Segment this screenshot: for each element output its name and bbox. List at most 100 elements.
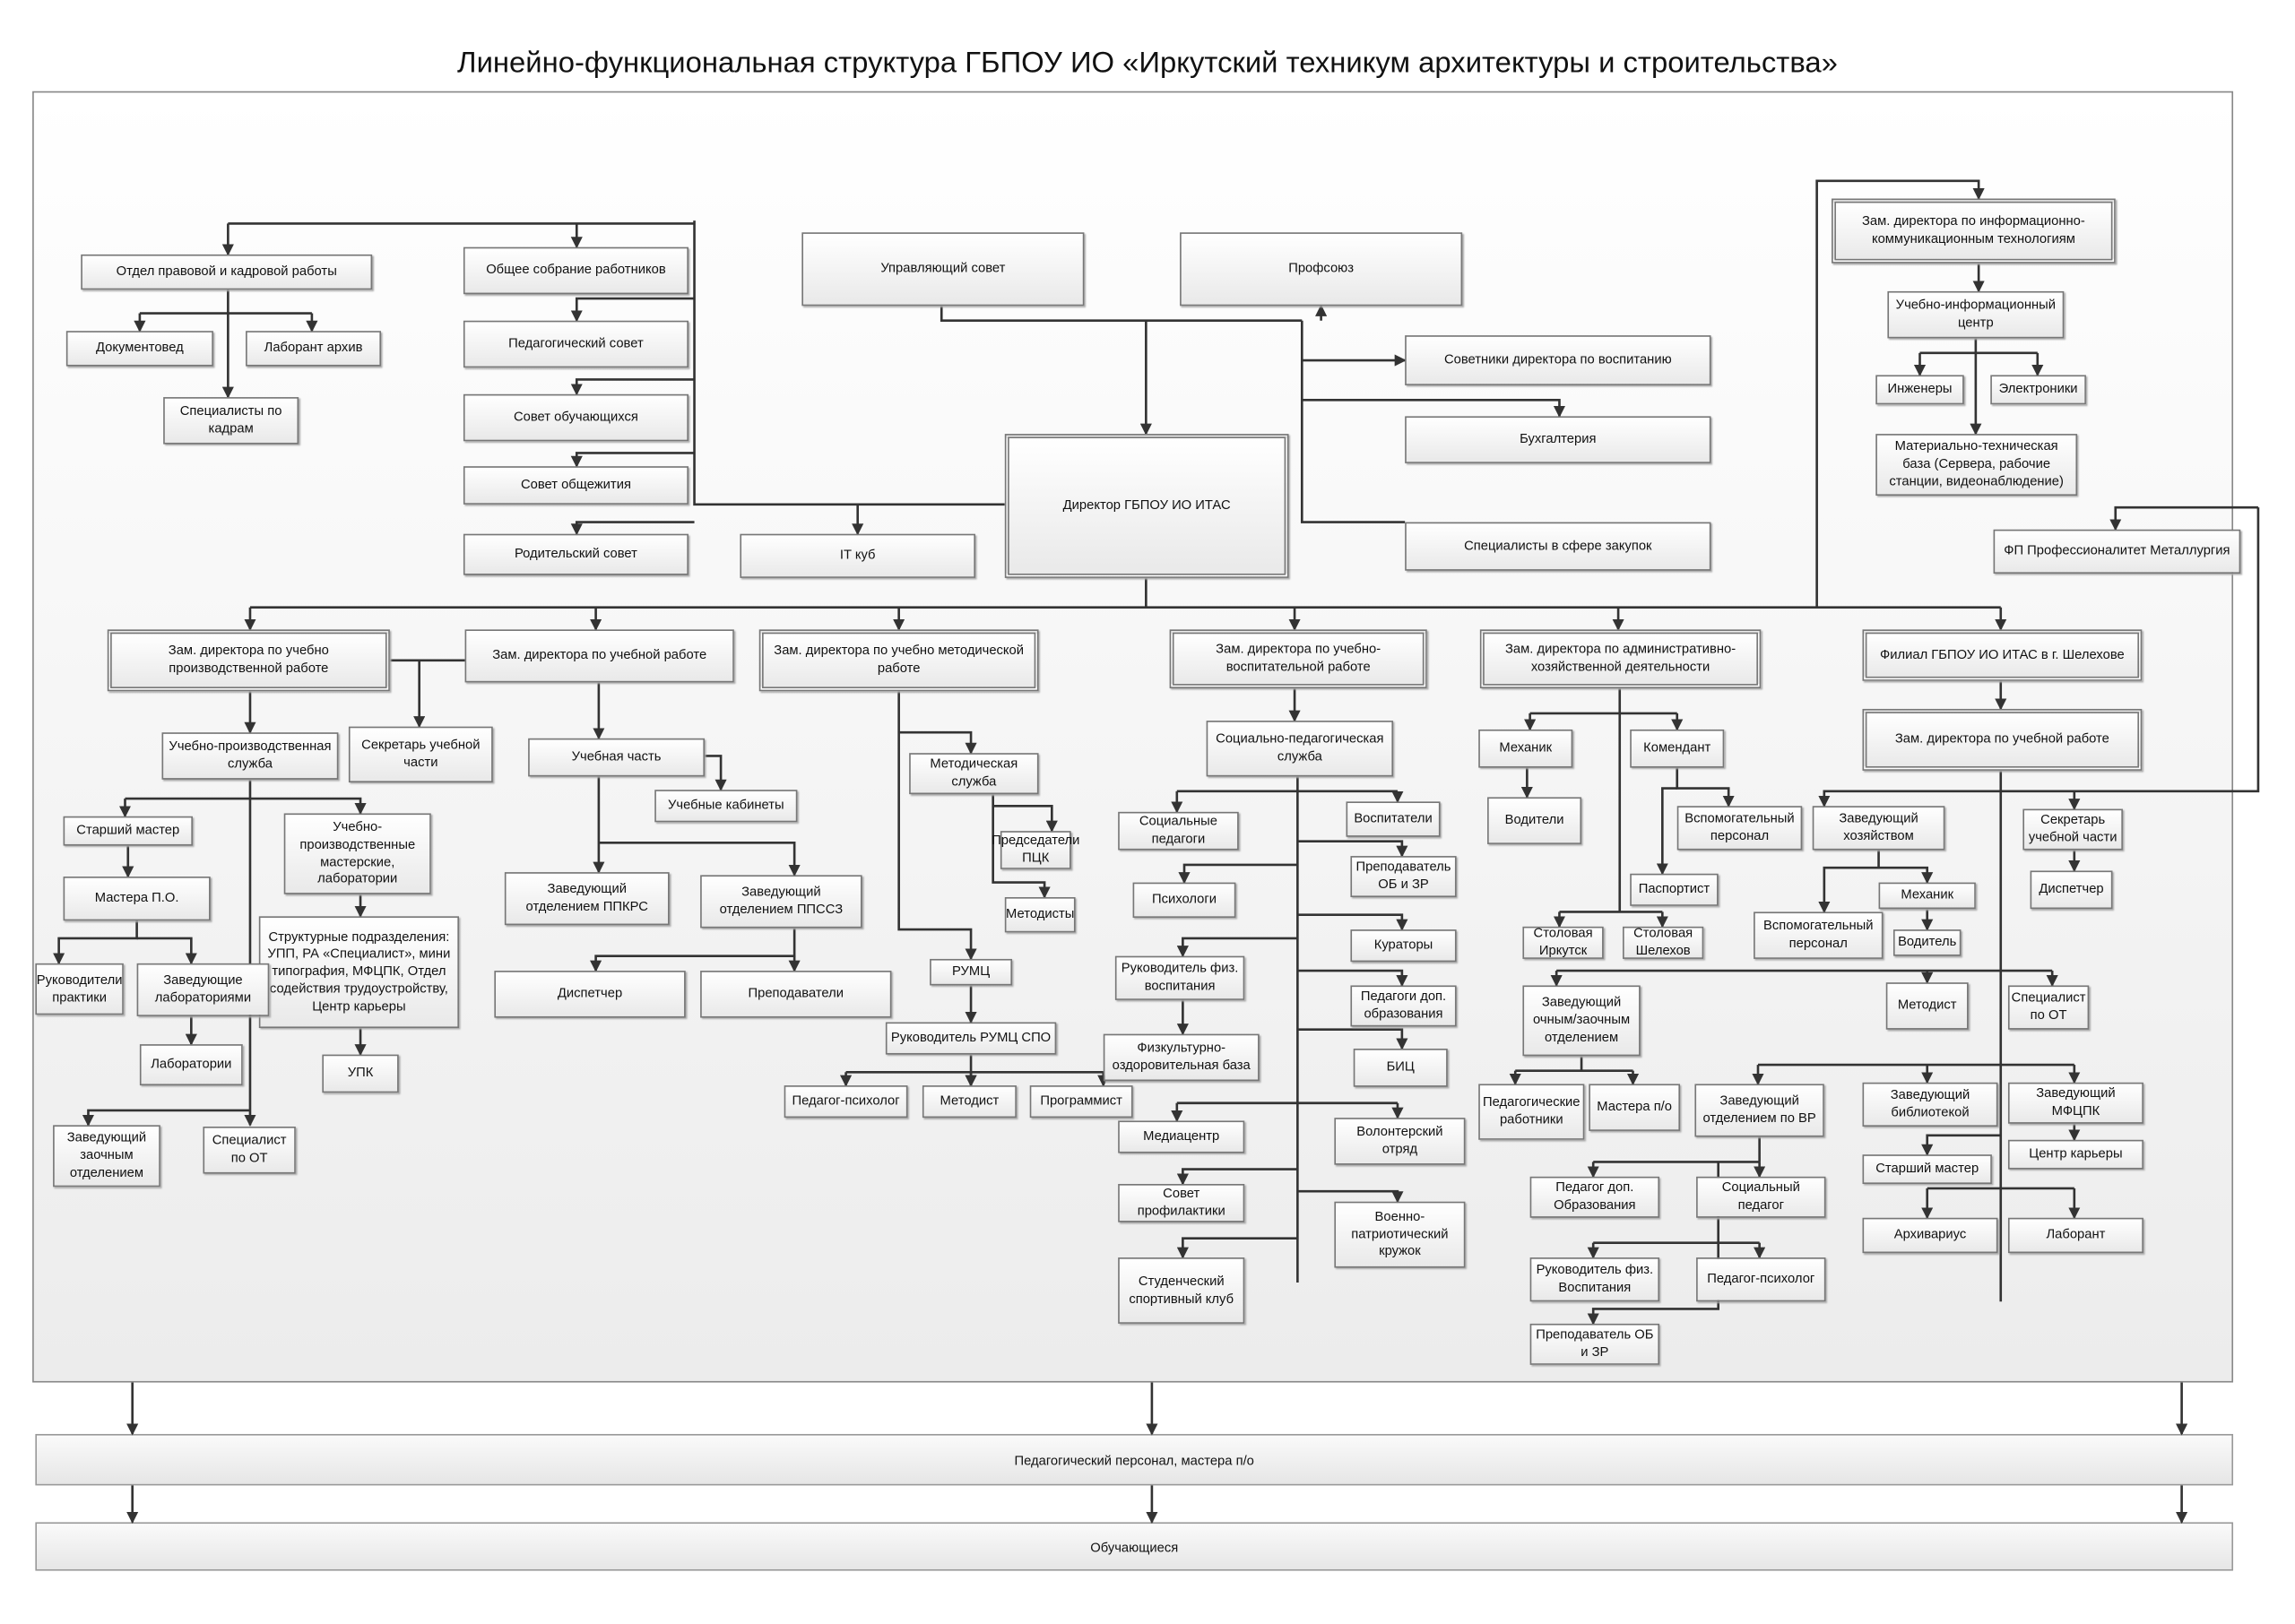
org-unit-canteen-shel: Столовая Шелехов: [1623, 926, 1704, 959]
org-unit-engineers: Инженеры: [1875, 375, 1964, 405]
org-unit-sport-club: Студенческий спортивный клуб: [1118, 1257, 1245, 1324]
org-unit-fulltime-head: Заведующий очным/заочным отделением: [1522, 985, 1641, 1057]
org-unit-prevention: Совет профилактики: [1118, 1184, 1245, 1222]
org-unit-union: Профсоюз: [1180, 232, 1463, 307]
org-unit-accounting: Бухгалтерия: [1405, 416, 1711, 463]
org-unit-dep-edu: Зам. директора по учебной работе: [464, 629, 734, 683]
org-unit-branch: Филиал ГБПОУ ИО ИТАС в г. Шелехове: [1862, 629, 2143, 681]
org-unit-soc-ped-service: Социально-педагогическая служба: [1206, 721, 1394, 777]
org-unit-director: Директор ГБПОУ ИО ИТАС: [1004, 434, 1289, 578]
org-unit-archive: Лаборант архив: [246, 331, 382, 367]
arrow-connector: [570, 378, 695, 396]
org-unit-legal: Отдел правовой и кадровой работы: [81, 254, 373, 290]
org-unit-struct-units: Структурные подразделения: УПП, РА «Спец…: [258, 916, 459, 1029]
org-unit-ppkrs: Заведующий отделением ППКРС: [504, 872, 670, 926]
connector-line: [940, 306, 1303, 323]
org-unit-military: Военно-патриотический кружок: [1334, 1201, 1466, 1268]
org-unit-docs: Документовед: [65, 331, 213, 367]
org-unit-dep-prod: Зам. директора по учебно производственно…: [107, 629, 390, 692]
org-unit-secretary2: Секретарь учебной части: [2022, 808, 2123, 851]
arrow-connector: [53, 920, 138, 965]
org-unit-rumc-head: Руководитель РУМЦ СПО: [885, 1022, 1057, 1055]
arrow-connector: [1302, 399, 1566, 419]
arrow-connector: [1587, 1162, 1720, 1326]
org-unit-methodist1: Методист: [922, 1085, 1017, 1119]
arrow-connector: [992, 794, 1051, 899]
org-unit-electronics: Электроники: [1990, 375, 2086, 405]
org-unit-student-council: Совет обучающихся: [463, 393, 688, 442]
org-unit-ot-spec2: Специалист по ОТ: [2007, 985, 2090, 1030]
org-unit-itcube: IT куб: [740, 533, 975, 578]
org-unit-practice-heads: Руководители практики: [35, 963, 124, 1015]
org-unit-ups: Учебно-производственная служба: [161, 732, 339, 780]
arrow-connector: [1176, 937, 1298, 958]
arrow-connector: [1297, 1189, 1404, 1204]
org-unit-branch-dep: Зам. директора по учебной работе: [1862, 708, 2143, 771]
org-unit-volunteers: Волонтерский отряд: [1334, 1118, 1466, 1165]
arrow-connector: [897, 691, 977, 961]
org-unit-phys-head2: Руководитель физ. Воспитания: [1529, 1257, 1660, 1302]
org-unit-workshops: Учебно-производственные мастерские, лабо…: [283, 813, 431, 894]
org-unit-dep-ict: Зам. директора по информационно-коммуник…: [1832, 198, 2116, 263]
org-unit-senior-master2: Старший мастер: [1862, 1154, 1992, 1185]
org-unit-mechanic1: Механик: [1478, 729, 1573, 768]
arrow-connector: [598, 841, 801, 877]
org-unit-psych1: Педагог-психолог: [784, 1085, 908, 1119]
org-unit-dep-vosp: Зам. директора по учебно-воспитательной …: [1169, 629, 1427, 688]
org-unit-ot-spec1: Специалист по ОТ: [203, 1127, 296, 1174]
org-unit-soc-teacher2: Социальный педагог: [1696, 1176, 1826, 1218]
org-unit-dep-method: Зам. директора по учебно методической ра…: [758, 629, 1039, 692]
org-unit-secretary1: Секретарь учебной части: [348, 726, 493, 783]
org-unit-psychologists: Психологи: [1132, 882, 1236, 918]
arrow-connector: [1878, 866, 1934, 885]
org-unit-media: Медиацентр: [1118, 1120, 1245, 1153]
org-unit-ped-council: Педагогический совет: [463, 320, 688, 368]
org-unit-add-edu: Педагоги доп. образования: [1350, 985, 1457, 1027]
org-unit-sport-base: Физкультурно-оздоровительная база: [1103, 1033, 1260, 1082]
org-unit-drivers: Водители: [1487, 797, 1582, 844]
org-unit-bic: БИЦ: [1353, 1049, 1448, 1087]
org-unit-library: Заведующий библиотекой: [1862, 1082, 1998, 1127]
org-unit-masters-po: Мастера П.О.: [63, 877, 211, 921]
org-unit-lab-heads: Заведующие лабораториями: [136, 963, 270, 1016]
org-unit-advisors: Советники директора по воспитанию: [1405, 335, 1711, 385]
org-unit-extramural-head: Заведующий заочным отделением: [53, 1125, 160, 1188]
org-unit-mechanic2: Механик: [1878, 882, 1976, 910]
arrow-connector: [1815, 179, 1985, 608]
org-unit-household: Заведующий хозяйством: [1812, 806, 1945, 851]
org-unit-add-edu2: Педагог доп. Образования: [1529, 1176, 1660, 1218]
org-unit-ped-workers: Педагогические работники: [1478, 1084, 1585, 1140]
org-unit-procurement: Специалисты в сфере закупок: [1405, 522, 1711, 571]
org-unit-aux1: Вспомогательный персонал: [1676, 806, 1803, 851]
org-unit-vr-head: Заведующий отделением по ВР: [1694, 1084, 1824, 1137]
org-unit-passport: Паспортист: [1630, 873, 1719, 906]
org-unit-mtb: Материально-техническая база (Сервера, р…: [1875, 434, 2078, 497]
arrow-connector: [125, 797, 367, 816]
org-unit-uic: Учебно-информационный центр: [1887, 290, 2065, 339]
connector-line: [693, 220, 1005, 506]
org-unit-board: Управляющий совет: [801, 232, 1085, 307]
org-unit-archivist: Архивариус: [1862, 1217, 1998, 1254]
arrow-connector: [1297, 1028, 1408, 1050]
org-unit-lab-assistant: Лаборант: [2007, 1217, 2143, 1254]
arrow-connector: [1921, 1134, 2001, 1156]
org-unit-fp: ФП Профессионалитет Металлургия: [1993, 529, 2241, 574]
org-unit-classrooms: Учебные кабинеты: [654, 790, 798, 823]
arrow-connector: [82, 1109, 250, 1127]
org-unit-commandant: Комендант: [1630, 729, 1725, 768]
arrow-connector: [1297, 840, 1408, 858]
arrow-connector: [136, 937, 197, 965]
org-unit-dorm-council: Совет общежития: [463, 466, 688, 505]
arrow-connector: [705, 755, 727, 791]
org-unit-pck: Председатели ПЦК: [992, 831, 1079, 869]
arrow-connector: [992, 804, 1058, 833]
arrow-connector: [1178, 863, 1298, 885]
org-unit-masters-po2: Мастера п/о: [1589, 1084, 1681, 1131]
org-unit-career: Центр карьеры: [2007, 1139, 2143, 1170]
org-unit-educators: Воспитатели: [1346, 801, 1441, 837]
org-unit-teachers: Преподаватели: [700, 971, 892, 1018]
org-unit-psych2: Педагог-психолог: [1696, 1257, 1826, 1302]
org-unit-parent-council: Родительский совет: [463, 533, 688, 575]
